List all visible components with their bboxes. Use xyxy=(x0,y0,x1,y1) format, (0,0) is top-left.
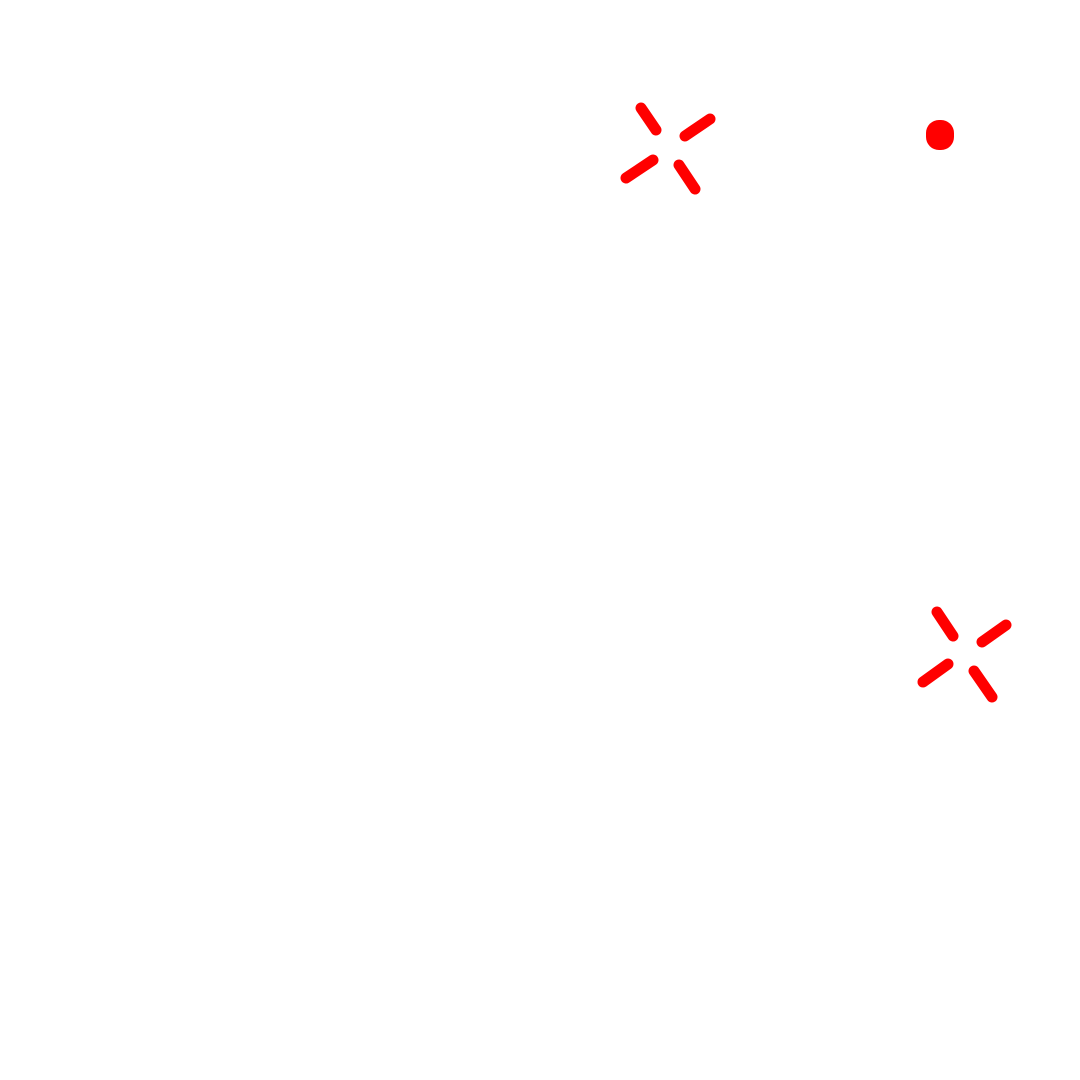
sparkle-icon xyxy=(910,600,1020,710)
sparkle-icon xyxy=(615,97,725,207)
dot-icon xyxy=(924,120,956,152)
